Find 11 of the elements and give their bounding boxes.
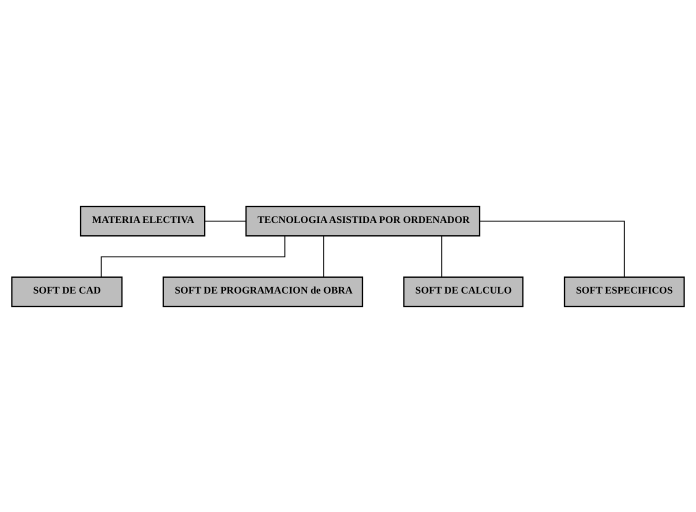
node-box: MATERIA ELECTIVA: [80, 205, 206, 236]
connector: [323, 235, 324, 277]
node-box: TECNOLOGIA ASISTIDA POR ORDENADOR: [245, 205, 480, 236]
connector: [204, 220, 246, 222]
node-box: SOFT ESPECIFICOS: [564, 276, 685, 307]
node-box: SOFT DE PROGRAMACION de OBRA: [162, 276, 364, 307]
node-box: SOFT DE CAD: [11, 276, 123, 307]
connector: [441, 235, 442, 277]
node-box: SOFT DE CALCULO: [403, 276, 524, 307]
connector: [479, 220, 625, 277]
connector: [100, 234, 286, 278]
